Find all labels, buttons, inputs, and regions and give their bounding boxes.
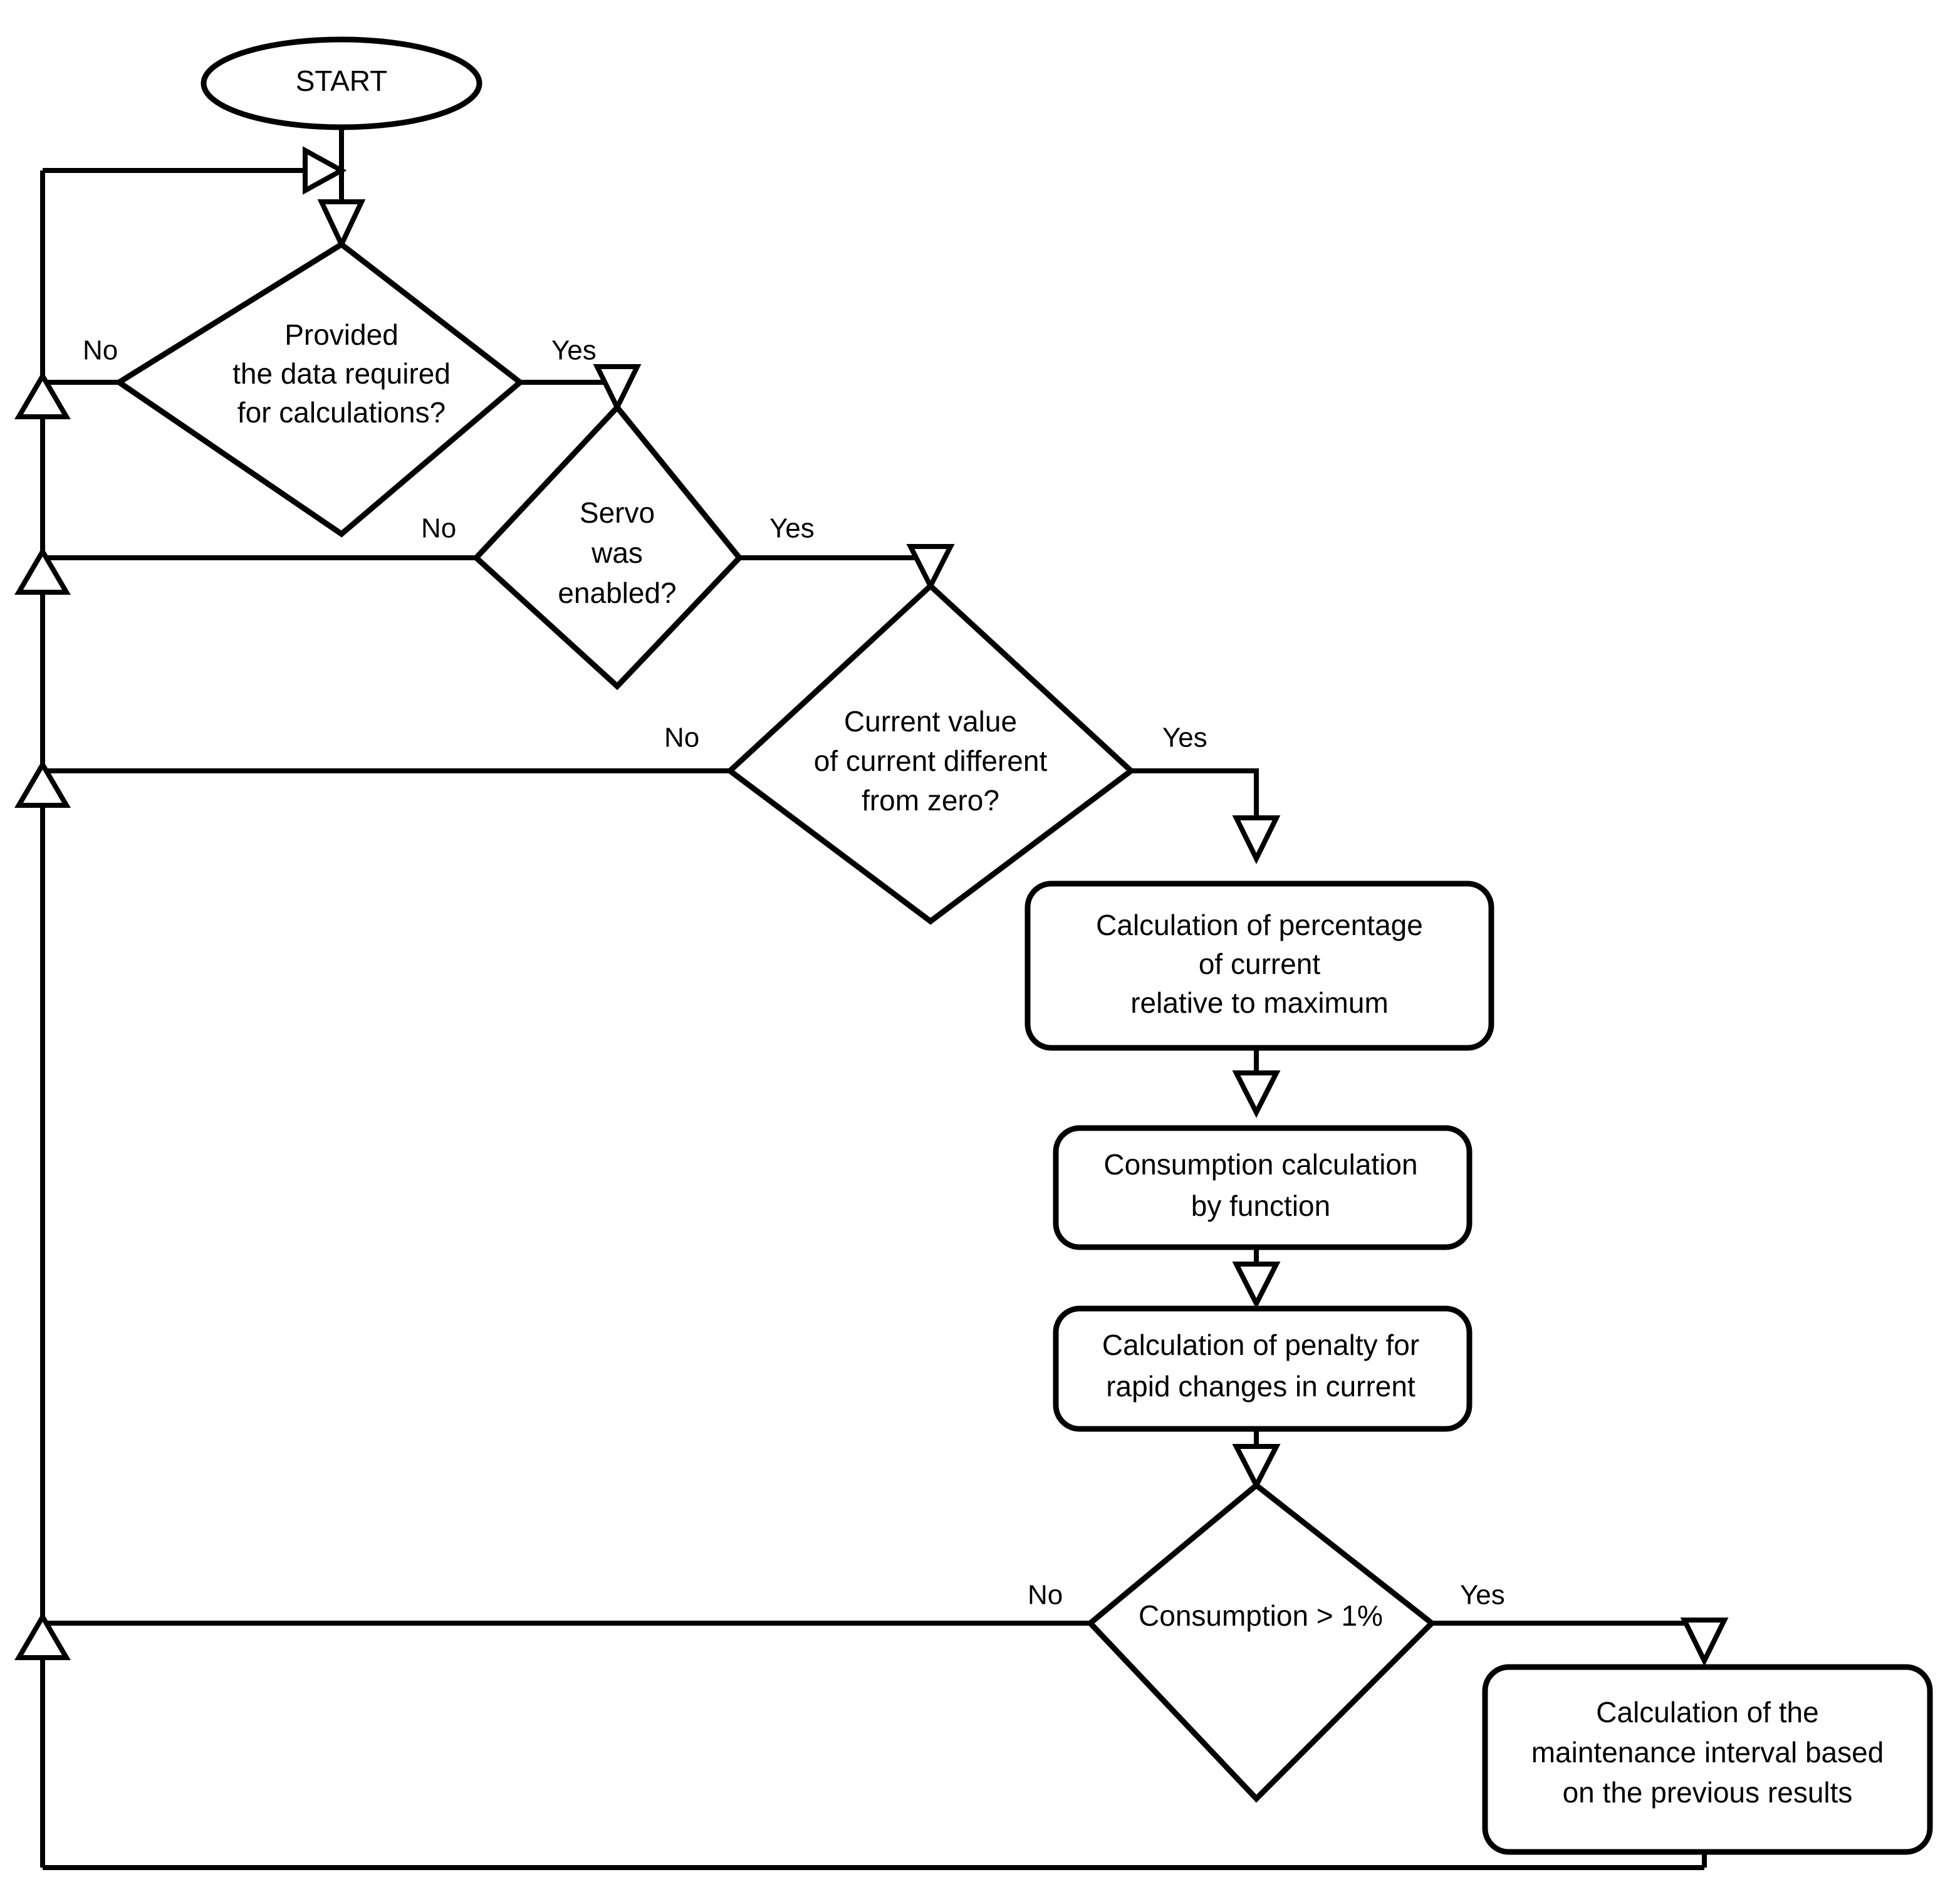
arrowhead-return-level-data bbox=[14, 371, 71, 419]
node-decision-data-line2: the data required bbox=[232, 357, 451, 390]
arrowhead-into-maintenance-box bbox=[1680, 1618, 1729, 1667]
node-decision-current-line1: Current value bbox=[844, 705, 1017, 738]
node-start-shape bbox=[201, 36, 482, 130]
edge-label-consumption-no: No bbox=[1028, 1580, 1063, 1611]
node-decision-servo-shape bbox=[472, 403, 743, 691]
node-process-penalty-line2: rapid changes in current bbox=[1106, 1370, 1415, 1403]
node-decision-consumption-shape bbox=[1086, 1482, 1436, 1803]
node-decision-consumption-line1: Consumption > 1% bbox=[1139, 1599, 1383, 1632]
node-decision-data-line1: Provided bbox=[284, 318, 399, 351]
node-decision-current-line2: of current different bbox=[814, 745, 1048, 777]
arrowhead-into-penalty-box bbox=[1232, 1262, 1281, 1309]
node-process-maintenance-shape bbox=[1482, 1664, 1933, 1855]
arrowhead-return-level-consumption bbox=[14, 1612, 71, 1660]
edge-label-consumption-yes: Yes bbox=[1460, 1580, 1505, 1611]
node-decision-data-shape bbox=[113, 241, 525, 538]
node-process-penalty-line1: Calculation of penalty for bbox=[1102, 1329, 1419, 1361]
arrowhead-into-decision-consumption bbox=[1232, 1444, 1281, 1491]
node-process-percentage-line2: of current bbox=[1199, 948, 1321, 980]
node-process-consumption-line2: by function bbox=[1191, 1189, 1330, 1222]
arrowhead-return-level-servo bbox=[14, 546, 71, 595]
node-decision-current-line3: from zero? bbox=[862, 784, 999, 817]
edge-label-data-yes: Yes bbox=[551, 335, 597, 366]
edge-label-data-no: No bbox=[83, 335, 118, 366]
node-decision-servo-line2: was bbox=[591, 536, 643, 569]
node-decision-data-line3: for calculations? bbox=[237, 396, 446, 429]
arrowhead-into-decision-current bbox=[906, 544, 955, 592]
node-process-percentage-line3: relative to maximum bbox=[1130, 986, 1389, 1019]
edge-label-servo-yes: Yes bbox=[769, 513, 815, 544]
arrowhead-into-percentage-box bbox=[1232, 815, 1281, 865]
arrowhead-into-decision-servo bbox=[593, 364, 642, 414]
edge-data-yes bbox=[520, 380, 620, 407]
edge-label-servo-no: No bbox=[421, 513, 456, 544]
arrowhead-return-level-current bbox=[14, 760, 71, 808]
edge-label-current-yes: Yes bbox=[1162, 723, 1207, 753]
node-decision-current-shape bbox=[725, 582, 1136, 925]
node-process-consumption-shape bbox=[1053, 1125, 1473, 1250]
node-process-percentage-shape bbox=[1024, 881, 1494, 1051]
arrowhead-into-consumption-box bbox=[1232, 1070, 1281, 1118]
node-start-label: START bbox=[296, 65, 388, 97]
node-process-penalty-shape bbox=[1053, 1305, 1473, 1432]
edge-servo-yes bbox=[739, 555, 933, 586]
node-process-maintenance-line3: on the previous results bbox=[1563, 1776, 1853, 1809]
node-decision-servo-line3: enabled? bbox=[558, 577, 676, 609]
edge-label-current-no: No bbox=[664, 723, 699, 753]
node-process-consumption-line1: Consumption calculation bbox=[1103, 1148, 1417, 1181]
edge-current-yes bbox=[1131, 768, 1259, 859]
arrowhead-into-decision-data bbox=[317, 199, 366, 251]
node-process-maintenance-line1: Calculation of the bbox=[1596, 1696, 1818, 1728]
node-process-maintenance-line2: maintenance interval based bbox=[1531, 1736, 1884, 1769]
node-decision-servo-line1: Servo bbox=[580, 496, 655, 529]
node-process-percentage-line1: Calculation of percentage bbox=[1096, 909, 1423, 941]
arrowhead-into-start-line bbox=[303, 146, 347, 195]
edge-consumption-yes bbox=[1432, 1621, 1707, 1661]
